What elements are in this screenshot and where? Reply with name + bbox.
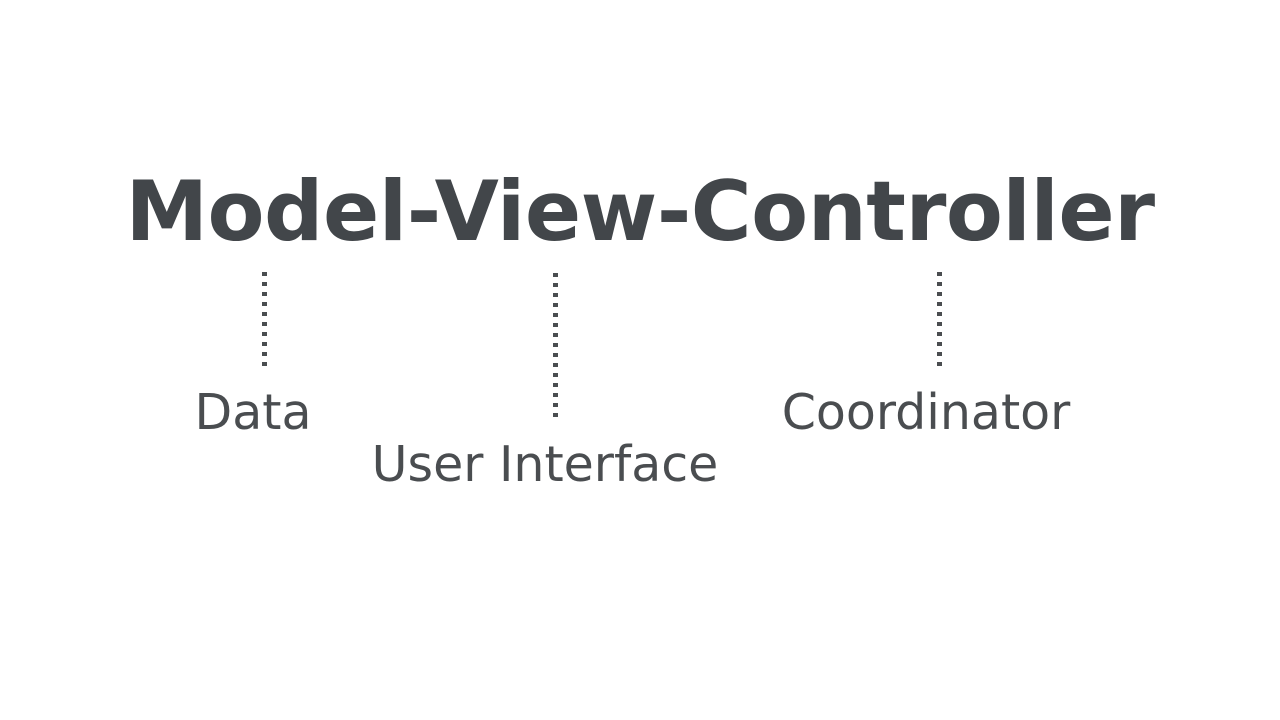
connector-line-view xyxy=(553,273,558,418)
label-controller-coordinator: Coordinator xyxy=(781,384,1071,441)
label-view-user-interface: User Interface xyxy=(371,436,719,493)
connector-line-controller xyxy=(937,272,942,368)
label-model-data: Data xyxy=(194,384,312,441)
connector-line-model xyxy=(262,272,267,368)
page-title: Model-View-Controller xyxy=(125,163,1155,260)
